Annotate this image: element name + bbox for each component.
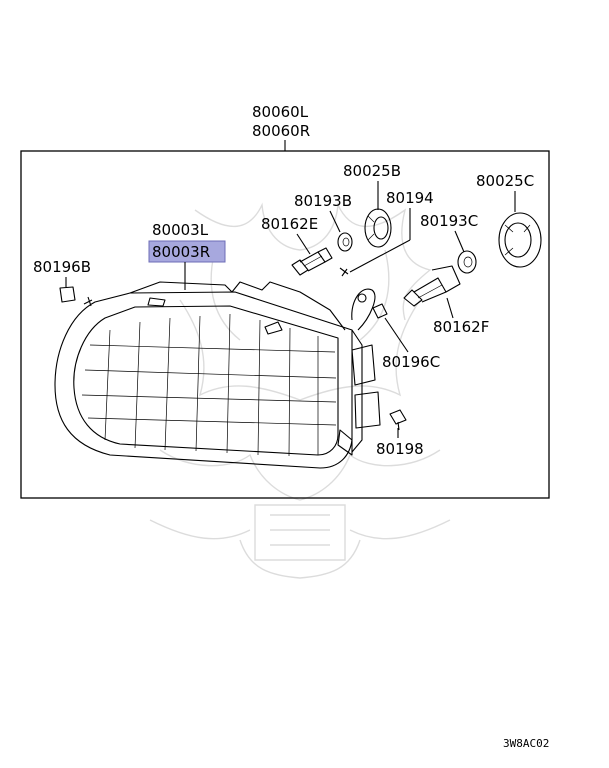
assembly-label-left: 80060L — [252, 103, 309, 121]
screw-80198 — [389, 409, 407, 431]
callout-80162F[interactable]: 80162F — [433, 318, 489, 336]
headlamp-assembly — [54, 281, 381, 469]
leader-80196C — [384, 317, 409, 353]
selected-part-highlight — [148, 240, 226, 263]
figure-code: 3W8AC02 — [503, 737, 549, 750]
callout-80162E[interactable]: 80162E — [261, 215, 318, 233]
leader-80162F — [446, 297, 454, 319]
callout-80193C[interactable]: 80193C — [420, 212, 478, 230]
assembly-frame — [20, 150, 550, 499]
callout-80194[interactable]: 80194 — [386, 189, 434, 207]
callout-80003R[interactable]: 80003R — [152, 243, 210, 261]
clip-80196C — [372, 303, 388, 319]
callout-80196C[interactable]: 80196C — [382, 353, 440, 371]
leader-80194-b — [349, 239, 411, 273]
callout-80003L[interactable]: 80003L — [152, 221, 209, 239]
bulb-80162F — [403, 265, 461, 307]
screw-80196B — [83, 296, 93, 307]
ring-80193C — [457, 250, 477, 274]
clip-80196B — [59, 286, 76, 303]
screw-80194 — [339, 267, 349, 277]
callout-80025C[interactable]: 80025C — [476, 172, 534, 190]
ring-80193B — [337, 232, 353, 252]
leader-80193B — [329, 210, 341, 233]
bulb-80162E — [291, 247, 333, 276]
callout-80193B[interactable]: 80193B — [294, 192, 352, 210]
callout-80025B[interactable]: 80025B — [343, 162, 401, 180]
cap-80025C — [498, 212, 542, 268]
leader-80193C — [454, 230, 465, 253]
callout-80198[interactable]: 80198 — [376, 440, 424, 458]
leader-80162E — [296, 233, 311, 255]
cap-80025B — [364, 208, 392, 248]
assembly-label-right: 80060R — [252, 122, 310, 140]
callout-80196B[interactable]: 80196B — [33, 258, 91, 276]
